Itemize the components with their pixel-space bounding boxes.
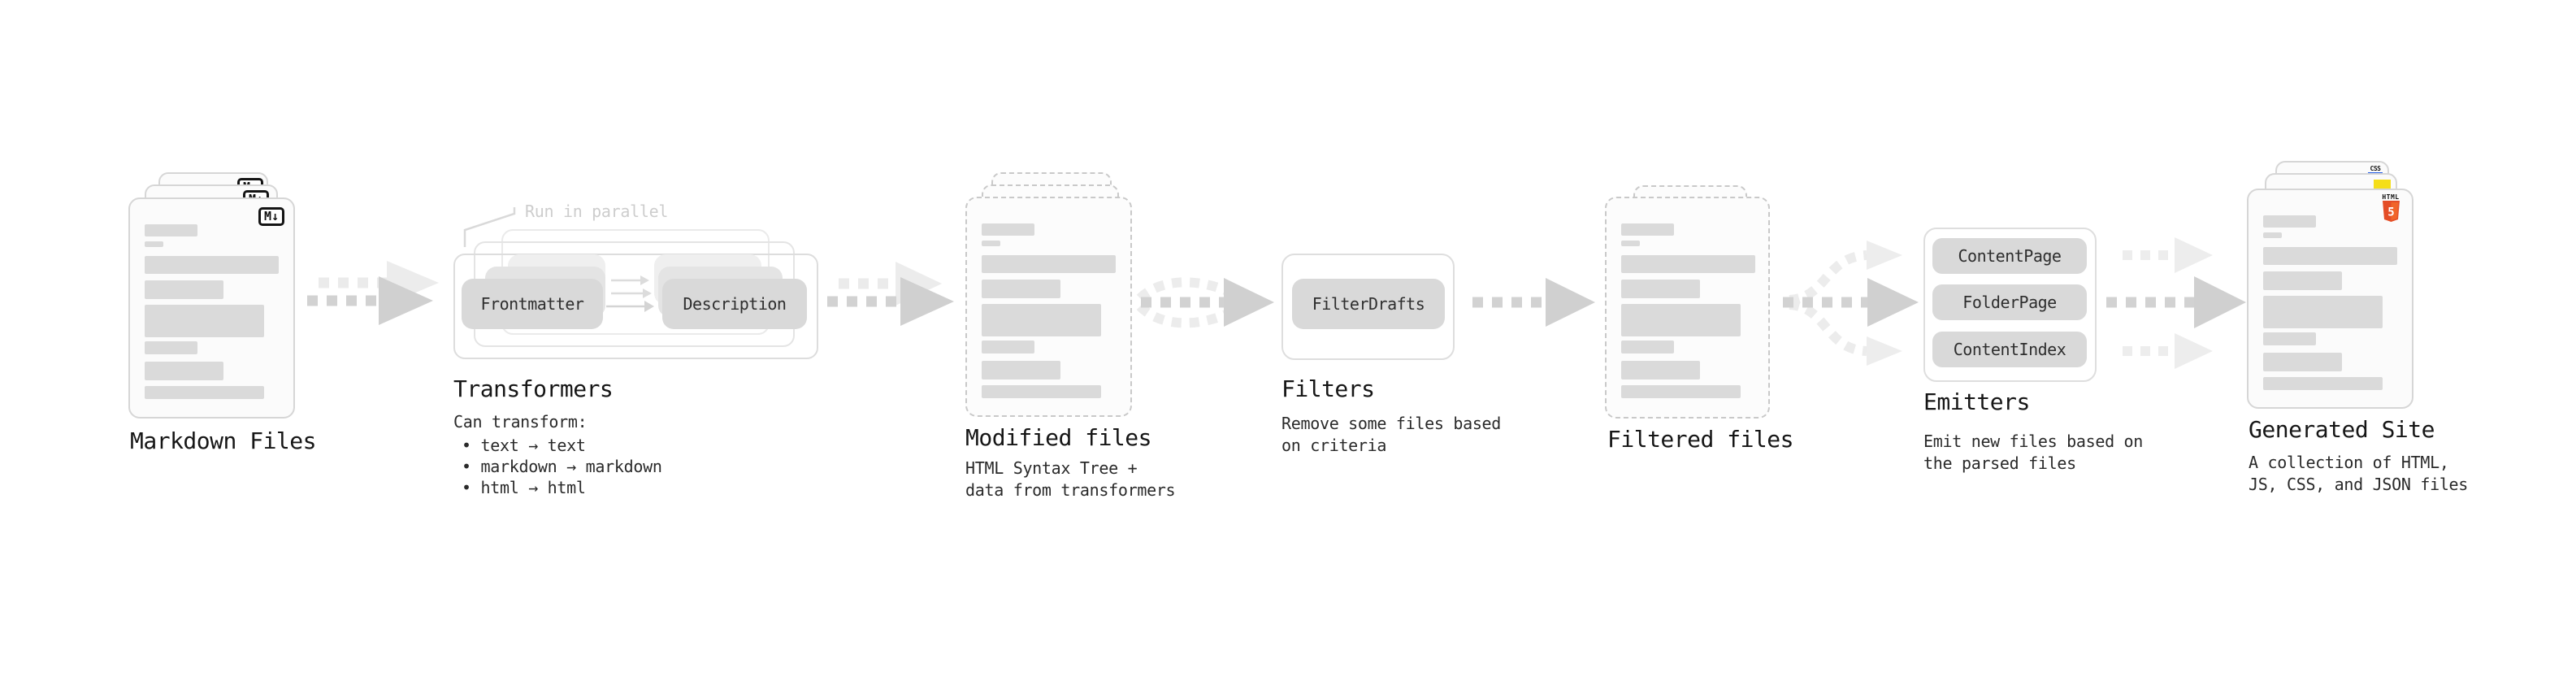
text-line-bar xyxy=(145,362,223,380)
filters-subtitle: Remove some files based on criteria xyxy=(1281,413,1501,457)
arrow-filtered-to-emitters xyxy=(1783,241,1919,366)
text-line-bar xyxy=(982,385,1101,398)
frontmatter-pill: Frontmatter xyxy=(462,279,603,329)
text-line-bar xyxy=(982,304,1101,336)
html5-number: 5 xyxy=(2387,206,2394,219)
text-line-bar xyxy=(2263,271,2342,290)
generated-site-title: Generated Site xyxy=(2249,416,2435,443)
text-line-bar xyxy=(145,305,264,337)
filtered-files-title: Filtered files xyxy=(1607,426,1794,453)
arrow-emitters-to-generated xyxy=(2106,237,2246,369)
transformer-box xyxy=(453,254,818,359)
subtitle-line: data from transformers xyxy=(965,480,1176,500)
markdown-files-title: Markdown Files xyxy=(130,427,317,454)
modified-files-title: Modified files xyxy=(965,424,1152,451)
arrow-markdown-to-transformers xyxy=(307,261,439,325)
text-line-bar xyxy=(1621,241,1640,246)
text-line-bar xyxy=(982,241,1000,246)
html5-icon-label: HTML xyxy=(2382,193,2400,201)
text-line-bar xyxy=(145,241,163,247)
emitter-pill-contentpage: ContentPage xyxy=(1932,238,2087,274)
generated-site-subtitle: A collection of HTML, JS, CSS, and JSON … xyxy=(2249,452,2468,496)
text-line-bar xyxy=(982,255,1116,273)
text-line-bar xyxy=(145,280,223,299)
subtitle-line: Remove some files based xyxy=(1281,414,1502,433)
subtitle-line: HTML Syntax Tree + xyxy=(965,458,1138,478)
text-line-bar xyxy=(1621,304,1741,336)
javascript-icon xyxy=(2374,180,2391,189)
transformers-subtitle: Can transform: xyxy=(453,412,588,432)
emitters-subtitle: Emit new files based on the parsed files xyxy=(1923,431,2143,475)
text-line-bar xyxy=(1621,385,1741,398)
transformers-bullet-list: text → text markdown → markdown html → h… xyxy=(453,435,662,498)
modified-files-subtitle: HTML Syntax Tree + data from transformer… xyxy=(965,458,1176,501)
callout-line xyxy=(463,207,516,247)
text-line-bar xyxy=(2263,215,2316,228)
subtitle-line: JS, CSS, and JSON files xyxy=(2249,475,2469,494)
text-line-bar xyxy=(145,341,197,354)
markdown-icon: M↓ xyxy=(258,207,284,226)
text-line-bar xyxy=(2263,353,2342,371)
text-line-bar xyxy=(1621,361,1700,380)
bullet-item: html → html xyxy=(453,477,662,498)
arrow-modified-to-filters xyxy=(1136,277,1274,328)
text-line-bar xyxy=(2263,232,2282,238)
subtitle-line: A collection of HTML, xyxy=(2249,453,2449,472)
filtered-file-card xyxy=(1605,197,1770,419)
text-line-bar xyxy=(2263,377,2383,390)
text-line-bar xyxy=(1621,280,1700,298)
text-line-bar xyxy=(145,224,197,236)
modified-file-card xyxy=(965,197,1132,417)
emitter-pill-folderpage: FolderPage xyxy=(1932,284,2087,320)
text-line-bar xyxy=(982,223,1034,236)
subtitle-line: Emit new files based on xyxy=(1923,432,2144,451)
subtitle-line: on criteria xyxy=(1281,436,1387,455)
text-line-bar xyxy=(145,256,279,274)
transformers-title: Transformers xyxy=(453,375,614,402)
filterdrafts-pill: FilterDrafts xyxy=(1292,279,1445,329)
emitters-title: Emitters xyxy=(1923,388,2030,415)
arrow-transformers-to-modified xyxy=(827,262,954,326)
generated-file-card: HTML 5 xyxy=(2247,189,2413,409)
text-line-bar xyxy=(1621,340,1674,354)
text-line-bar xyxy=(2263,296,2383,328)
markdown-file-card: M↓ xyxy=(128,197,295,419)
text-line-bar xyxy=(982,361,1060,380)
run-in-parallel-note: Run in parallel xyxy=(525,202,669,221)
text-line-bar xyxy=(2263,332,2316,345)
bullet-item: markdown → markdown xyxy=(453,456,661,477)
text-line-bar xyxy=(1621,223,1674,236)
text-line-bar xyxy=(1621,255,1755,273)
html5-icon: HTML 5 xyxy=(2380,193,2401,225)
html5-shield-icon: 5 xyxy=(2382,201,2400,222)
arrow-filters-to-filtered xyxy=(1472,278,1595,327)
subtitle-line: the parsed files xyxy=(1923,453,2076,473)
transform-parallel-arrows-icon xyxy=(606,275,654,312)
description-pill: Description xyxy=(662,279,807,329)
emitter-pill-contentindex: ContentIndex xyxy=(1932,332,2087,367)
css-icon-label: CSS xyxy=(2370,165,2381,172)
text-line-bar xyxy=(145,386,264,399)
text-line-bar xyxy=(982,340,1034,354)
bullet-item: text → text xyxy=(453,435,662,456)
filters-title: Filters xyxy=(1281,375,1375,402)
text-line-bar xyxy=(2263,247,2397,265)
text-line-bar xyxy=(982,280,1060,298)
